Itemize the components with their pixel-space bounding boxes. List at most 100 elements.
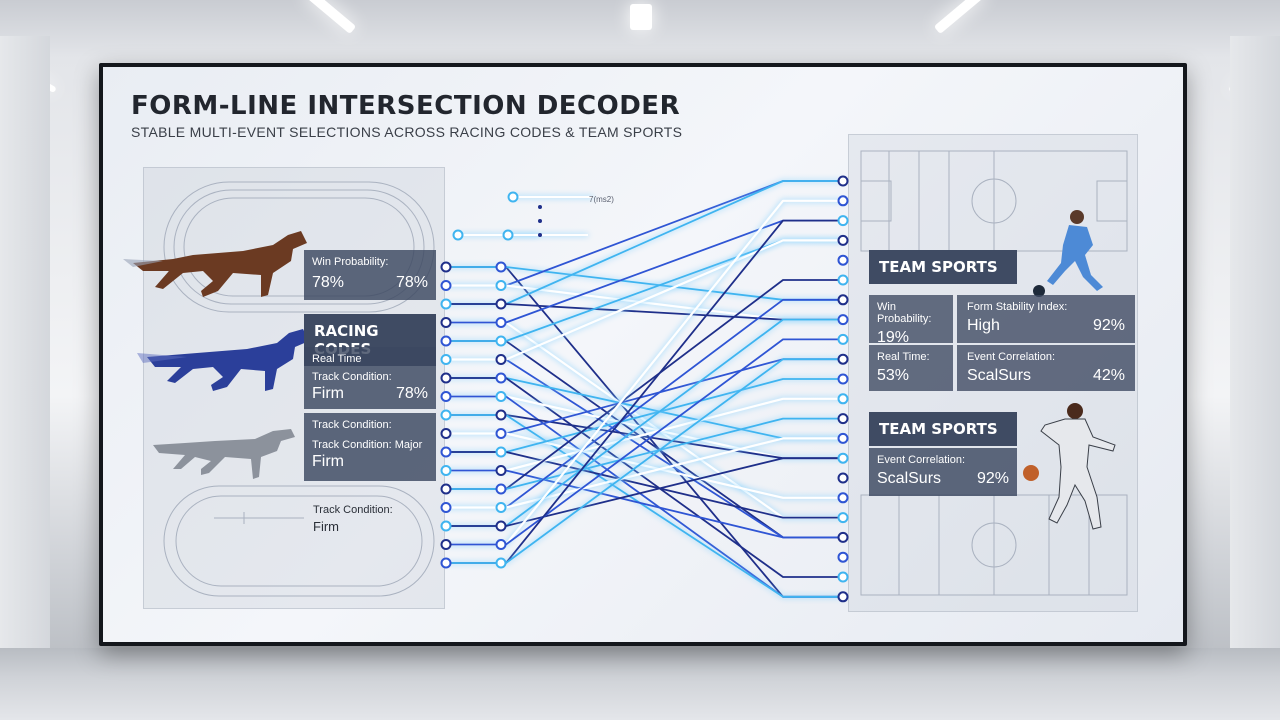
- form-stability-value: High: [967, 317, 1000, 334]
- form-line-node: [837, 472, 849, 484]
- form-line-node: [495, 280, 507, 291]
- event-correlation-value: ScalSurs: [967, 367, 1032, 384]
- form-line-node: [440, 335, 452, 347]
- track-condition-card: Track Condition: Track Condition: Major …: [304, 413, 436, 481]
- form-line-node: [440, 428, 452, 439]
- form-line-node: [495, 520, 507, 532]
- track-condition-pct: 78%: [395, 385, 428, 402]
- form-line-node: [440, 465, 452, 476]
- form-line: [446, 338, 843, 546]
- form-line-node: [495, 502, 507, 513]
- form-line-node: [440, 520, 452, 532]
- form-line-node: [440, 539, 452, 550]
- win-probability-label: Win Probability:: [877, 301, 932, 325]
- form-line: [446, 414, 843, 598]
- form-line: [446, 457, 843, 527]
- real-time-card: Real Time Track Condition: Firm 78%: [304, 347, 436, 409]
- horse-icon: [123, 231, 307, 297]
- form-line-node: [837, 591, 849, 603]
- form-line-node: [837, 175, 849, 187]
- team-stats-grid: Win Probability: 19% Form Stability Inde…: [869, 295, 1135, 391]
- form-line-node: [837, 294, 849, 306]
- form-line: [446, 239, 843, 361]
- top-mark: 7(ms2): [589, 195, 614, 204]
- form-line-node: [440, 261, 452, 273]
- form-line-node: [452, 229, 464, 241]
- display-screen: FORM-LINE INTERSECTION DECODER STABLE MU…: [103, 67, 1183, 642]
- horse-icon: [137, 329, 309, 391]
- form-line-node: [837, 531, 849, 543]
- basketball-player-icon: [1023, 403, 1116, 530]
- form-line-node: [495, 483, 507, 495]
- form-line: [446, 437, 843, 509]
- form-line-node: [495, 317, 507, 328]
- event-correlation-label: Event Correlation:: [967, 351, 1056, 363]
- form-line-node: [495, 409, 507, 421]
- ceiling-light: [630, 4, 652, 30]
- form-line: [446, 239, 843, 342]
- form-line-node: [837, 333, 849, 345]
- form-line-node: [440, 391, 452, 402]
- form-line-node: [837, 314, 849, 326]
- form-line-node: [495, 354, 507, 365]
- form-line-node: [440, 280, 452, 291]
- event-correlation-label: Event Correlation:: [877, 454, 966, 466]
- form-line-node: [837, 195, 849, 207]
- form-stability-label: Form Stability Index:: [967, 301, 1068, 313]
- form-line-node: [837, 254, 849, 266]
- soccer-player-icon: [1033, 210, 1103, 297]
- form-line: [446, 377, 843, 578]
- form-line: [446, 432, 843, 499]
- form-line-node: [495, 428, 507, 439]
- real-time-label: Real Time:: [877, 351, 930, 363]
- real-time-value: 53%: [877, 367, 910, 384]
- event-correlation-pct: 42%: [1092, 367, 1125, 384]
- ceiling-light: [933, 0, 987, 35]
- track-condition-label: Track Condition:: [313, 504, 393, 516]
- form-line-node: [837, 353, 849, 365]
- track-condition-value: Firm: [312, 453, 344, 470]
- form-line-dot: [538, 205, 542, 209]
- event-correlation-value: ScalSurs: [877, 470, 942, 487]
- track-condition-major-label: Track Condition: Major: [312, 439, 423, 451]
- form-line: [446, 298, 843, 509]
- form-line-node: [440, 317, 452, 328]
- form-line-node: [837, 373, 849, 385]
- ceiling-light: [303, 0, 357, 35]
- event-correlation-pct: 92%: [976, 470, 1009, 487]
- form-line-dot: [538, 233, 542, 237]
- form-line: [446, 358, 843, 564]
- event-correlation-card: Event Correlation: ScalSurs 92%: [869, 448, 1017, 496]
- form-line-node: [440, 298, 452, 310]
- greyhound-icon: [153, 429, 295, 479]
- track-condition-label: Track Condition:: [312, 419, 392, 431]
- form-line-node: [495, 465, 507, 476]
- form-line-node: [495, 539, 507, 550]
- form-line-node: [837, 413, 849, 425]
- form-line-node: [837, 432, 849, 444]
- form-line-node: [440, 483, 452, 495]
- win-probability-card: Win Probability: 78% 78%: [304, 250, 436, 300]
- track-condition-label: Track Condition:: [312, 371, 392, 383]
- form-line-node: [837, 215, 849, 227]
- form-line-node: [495, 372, 507, 384]
- left-wall: [0, 36, 50, 648]
- right-wall: [1230, 36, 1280, 648]
- form-line-node: [440, 446, 452, 458]
- form-line: [446, 469, 843, 539]
- form-line-node: [495, 298, 507, 310]
- win-probability-value-b: 78%: [395, 274, 428, 291]
- form-line-node: [495, 391, 507, 402]
- form-line-node: [837, 492, 849, 504]
- form-line-node: [440, 354, 452, 365]
- form-line-node: [837, 551, 849, 563]
- page-title: FORM-LINE INTERSECTION DECODER: [131, 91, 681, 121]
- win-probability-value-a: 78%: [312, 274, 345, 291]
- track-lines: [163, 181, 435, 597]
- team-sports-heading: TEAM SPORTS: [869, 250, 1017, 284]
- form-line-node: [837, 512, 849, 524]
- team-sports-heading: TEAM SPORTS: [869, 412, 1017, 446]
- form-line-node: [440, 502, 452, 513]
- form-line-node: [440, 557, 452, 569]
- form-line: [446, 377, 843, 440]
